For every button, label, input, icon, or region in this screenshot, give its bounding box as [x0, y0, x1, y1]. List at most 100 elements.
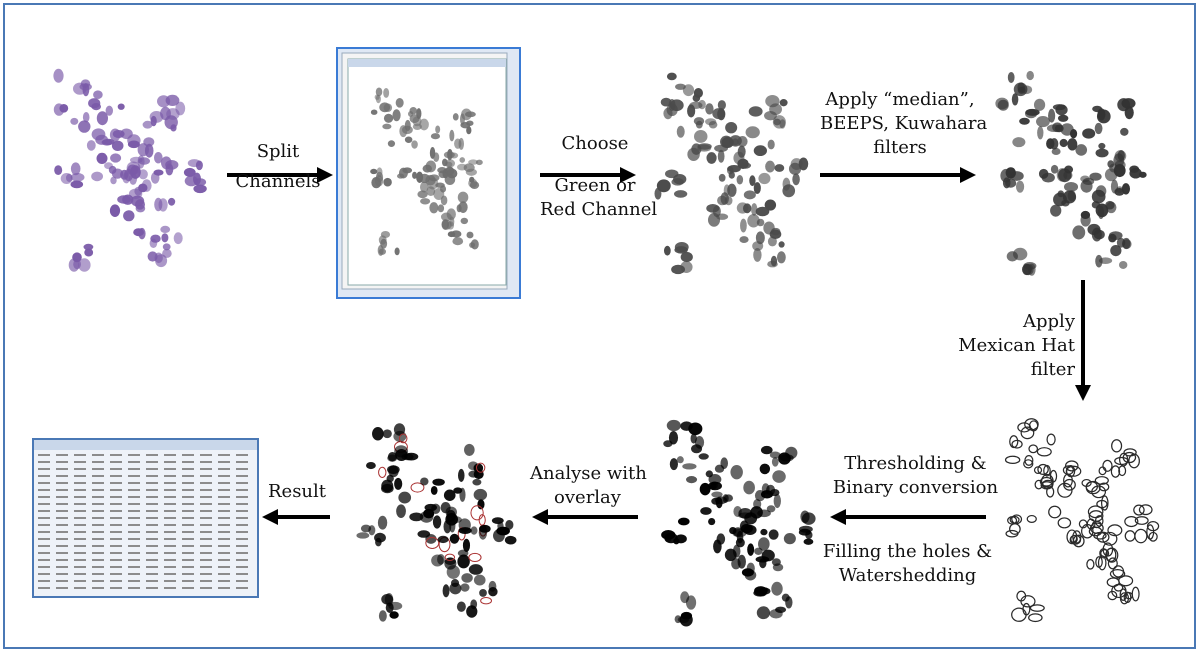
table-cell-mark: [110, 503, 122, 505]
cell-blob-88: [70, 180, 84, 189]
cell-blob-101: [1111, 439, 1123, 453]
cell-blob-108: [801, 512, 816, 525]
table-cell-mark: [56, 482, 68, 484]
cell-blob-48: [767, 139, 775, 150]
cell-blob-92: [356, 532, 370, 539]
table-cell-mark: [164, 468, 176, 470]
cell-blob-61: [1072, 530, 1082, 544]
cell-blob-100: [779, 454, 794, 462]
cell-blob-10: [78, 120, 91, 133]
cell-blob-24: [396, 504, 406, 519]
table-cell-mark: [236, 454, 248, 456]
table-cell-mark: [200, 475, 212, 477]
table-cell-mark: [218, 573, 230, 575]
cell-blob-13: [96, 111, 108, 126]
filling-holes-label: Filling the holes & Watershedding: [820, 540, 995, 588]
table-cell-mark: [164, 538, 176, 540]
cell-blob-19: [1063, 478, 1076, 491]
table-cell-mark: [92, 503, 104, 505]
cell-blob-35: [91, 171, 103, 182]
cell-blob-48: [470, 505, 484, 521]
cell-blob-58: [724, 196, 733, 206]
table-cell-mark: [182, 566, 194, 568]
cell-blob-93: [383, 177, 392, 187]
cell-blob-16: [699, 482, 711, 496]
cell-blob-31: [697, 143, 712, 150]
cell-blob-59: [444, 174, 456, 185]
table-cell-mark: [74, 475, 86, 477]
table-cell-mark: [236, 538, 248, 540]
cell-blob-80: [1116, 237, 1126, 248]
cell-blob-62: [716, 533, 726, 545]
cell-blob-5: [375, 87, 383, 97]
cell-blob-82: [394, 247, 400, 256]
cell-blob-72: [449, 582, 462, 595]
cell-blob-77: [452, 237, 464, 246]
filters-label-line1: Apply “median”,: [825, 89, 975, 110]
table-cell-mark: [146, 510, 158, 512]
table-cell-mark: [218, 587, 230, 589]
table-cell-mark: [182, 510, 194, 512]
filters-label-line3: filters: [873, 137, 927, 158]
diagram-frame: [3, 3, 1196, 649]
table-cell-mark: [236, 531, 248, 533]
cell-blob-31: [1060, 123, 1074, 136]
cell-blob-63: [717, 195, 728, 206]
table-cell-mark: [38, 587, 50, 589]
table-cell-mark: [218, 566, 230, 568]
mexican-arrow: [1075, 280, 1091, 401]
cell-blob-98: [464, 111, 476, 118]
cell-blob-32: [96, 152, 108, 164]
cell-blob-41: [738, 508, 752, 519]
table-cell-mark: [182, 517, 194, 519]
table-cell-mark: [164, 489, 176, 491]
cell-blob-91: [360, 524, 372, 533]
filtered-svg: [995, 70, 1147, 276]
cell-blob-66: [740, 218, 747, 233]
table-cell-mark: [182, 503, 194, 505]
table-cell-mark: [218, 496, 230, 498]
cell-blob-73: [441, 219, 450, 230]
cell-blob-75: [480, 597, 492, 605]
table-cell-mark: [56, 545, 68, 547]
cell-blob-35: [443, 489, 456, 501]
cell-blob-17: [694, 130, 708, 143]
cell-blob-22: [435, 125, 441, 134]
cell-blob-77: [456, 601, 466, 612]
cell-blob-98: [772, 470, 786, 483]
cell-blob-96: [759, 463, 771, 475]
cell-blob-94: [452, 113, 459, 121]
cell-blob-27: [1094, 476, 1109, 485]
cell-blob-30: [91, 128, 106, 141]
table-cell-mark: [38, 482, 50, 484]
cell-blob-3: [1011, 93, 1019, 106]
cell-blob-28: [430, 133, 440, 140]
cell-blob-96: [472, 478, 482, 486]
cell-blob-30: [717, 149, 725, 163]
table-cell-mark: [128, 454, 140, 456]
mexican-hat-label: Apply Mexican Hat filter: [945, 310, 1075, 382]
cell-blob-17: [1025, 108, 1040, 116]
table-cell-mark: [56, 503, 68, 505]
table-cell-mark: [146, 538, 158, 540]
cell-blob-73: [473, 574, 486, 586]
cell-blob-76: [767, 260, 778, 268]
cell-blob-57: [141, 179, 152, 192]
cell-blob-63: [1102, 531, 1118, 546]
cell-blob-104: [1121, 183, 1131, 195]
cell-blob-91: [376, 167, 383, 178]
cell-blob-80: [488, 587, 498, 597]
table-cell-mark: [38, 524, 50, 526]
cell-blob-16: [111, 140, 124, 151]
table-cell-mark: [218, 489, 230, 491]
cell-blob-35: [749, 175, 756, 187]
cell-blob-106: [1134, 528, 1148, 544]
table-cell-mark: [110, 475, 122, 477]
cell-blob-59: [1070, 534, 1078, 544]
cell-blob-82: [84, 248, 94, 257]
table-cell-mark: [146, 580, 158, 582]
cell-blob-20: [717, 108, 726, 121]
table-cell-mark: [128, 573, 140, 575]
cell-blob-85: [83, 243, 94, 251]
cell-blob-103: [183, 167, 196, 177]
